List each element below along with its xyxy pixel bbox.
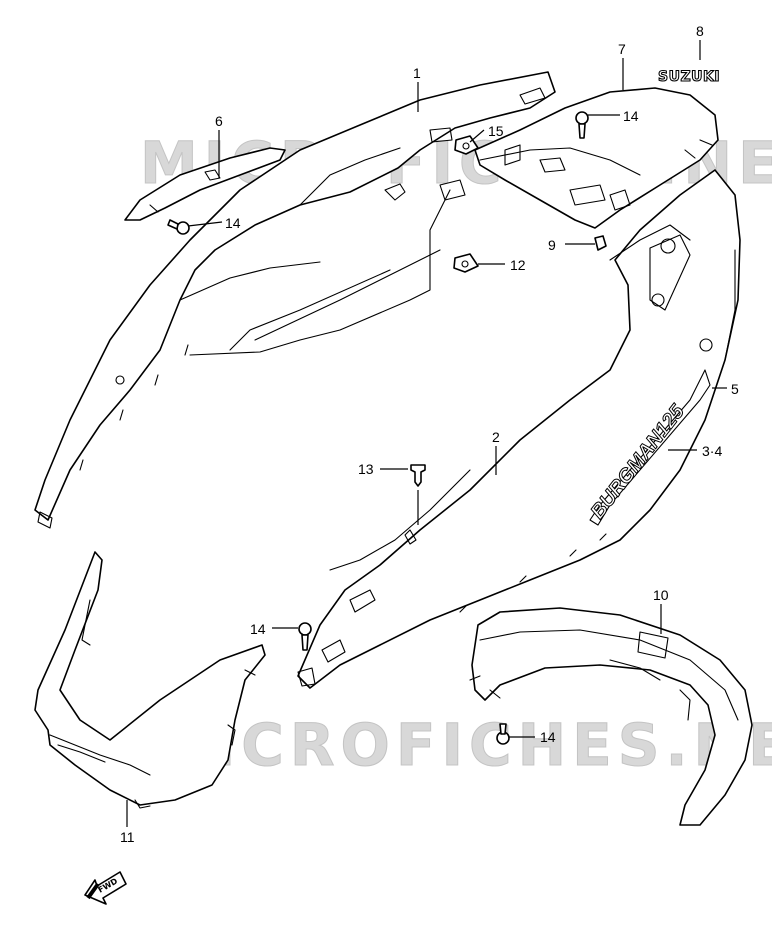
callout-3-4: 3·4 bbox=[702, 443, 722, 459]
part-1-side-cover-left[interactable] bbox=[34, 71, 556, 529]
part-14-screw-a[interactable] bbox=[575, 111, 589, 139]
part-14-screw-c[interactable] bbox=[298, 622, 312, 651]
part-14-screw-d[interactable] bbox=[496, 723, 510, 745]
callout-15: 15 bbox=[488, 123, 504, 139]
callout-5: 5 bbox=[731, 381, 739, 397]
fwd-arrow-icon: FWD bbox=[84, 871, 127, 905]
callout-14-top: 14 bbox=[623, 108, 639, 124]
leader-lines bbox=[126, 40, 727, 827]
part-8-emblem[interactable]: SUZUKI bbox=[657, 68, 720, 85]
part-7-rear-center-cover[interactable] bbox=[474, 87, 719, 229]
part-11-front-lower-cover[interactable] bbox=[34, 551, 266, 809]
part-6-side-molding[interactable] bbox=[124, 147, 286, 221]
part-9-screw[interactable] bbox=[594, 235, 607, 251]
callout-7: 7 bbox=[618, 41, 626, 57]
suzuki-emblem-text: SUZUKI bbox=[658, 69, 720, 85]
callout-12: 12 bbox=[510, 257, 526, 273]
callout-6: 6 bbox=[215, 113, 223, 129]
callout-8: 8 bbox=[696, 23, 704, 39]
callout-1: 1 bbox=[413, 65, 421, 81]
callout-2: 2 bbox=[492, 429, 500, 445]
callout-14-left: 14 bbox=[225, 215, 241, 231]
part-13-push-rivet[interactable] bbox=[410, 464, 426, 487]
part-10-inner-fender[interactable] bbox=[469, 607, 753, 826]
part-14-screw-b[interactable] bbox=[167, 219, 190, 235]
callout-13: 13 bbox=[358, 461, 374, 477]
part-12-nut-clip[interactable] bbox=[453, 253, 479, 273]
callout-14-bottom: 14 bbox=[540, 729, 556, 745]
watermark-bottom: MICROFICHES.NET bbox=[150, 711, 772, 779]
callout-9: 9 bbox=[548, 237, 556, 253]
callout-14-middle: 14 bbox=[250, 621, 266, 637]
callout-11: 11 bbox=[120, 829, 135, 845]
callout-10: 10 bbox=[653, 587, 669, 603]
